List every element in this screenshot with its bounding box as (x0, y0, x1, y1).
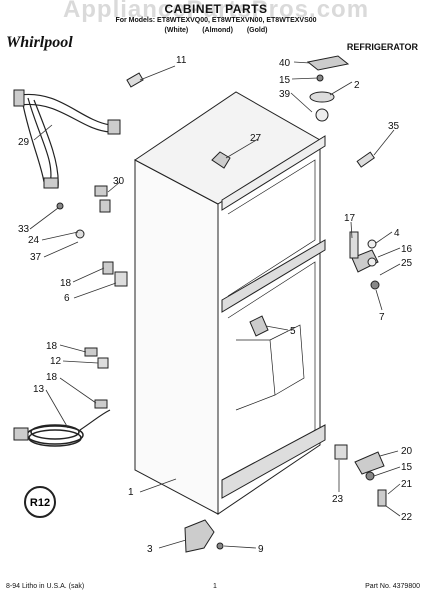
callout-18-upper: 18 (60, 278, 72, 289)
callout-20: 20 (401, 446, 413, 457)
callout-17: 17 (344, 213, 356, 224)
page-number: 1 (213, 583, 217, 590)
callout-15: 15 (279, 75, 291, 86)
callout-7: 7 (379, 312, 385, 323)
cabinet-front (134, 159, 219, 515)
callout-13: 13 (33, 384, 45, 395)
brand-logo: Whirlpool (6, 34, 73, 51)
callout-35: 35 (388, 121, 400, 132)
print-info: 8-94 Litho in U.S.A. (sak) (6, 583, 85, 590)
bottom-hinge (354, 451, 385, 475)
mullion (221, 239, 326, 313)
callout-6: 6 (64, 293, 70, 304)
diagram-title: CABINET PARTS (164, 2, 268, 16)
callout-18-lower: 18 (46, 372, 58, 383)
callout-11: 11 (176, 55, 187, 66)
callout-37: 37 (30, 252, 42, 263)
callout-12: 12 (50, 356, 62, 367)
callout-24: 24 (28, 235, 40, 246)
callout-4: 4 (394, 228, 400, 239)
wire-harness (19, 93, 111, 189)
callout-30: 30 (113, 176, 125, 187)
callout-1: 1 (128, 487, 134, 498)
model-list: For Models: ET8WTEXVQ00, ET8WTEXVN00, ET… (115, 17, 317, 24)
callout-39: 39 (279, 89, 291, 100)
callout-27: 27 (250, 133, 262, 144)
callout-5: 5 (290, 326, 296, 337)
r12-badge-label: R12 (30, 497, 50, 509)
category-label: REFRIGERATOR (346, 42, 418, 52)
callout-23: 23 (332, 494, 344, 505)
callout-15-lower: 15 (401, 462, 413, 473)
color-list: (White) (Almond) (Gold) (164, 27, 268, 34)
callout-22: 22 (401, 512, 413, 523)
part-number: Part No. 4379800 (365, 583, 420, 590)
callout-40: 40 (279, 58, 291, 69)
watermark: AppliancePartsPros.com (62, 0, 370, 23)
callout-18-middle: 18 (46, 341, 58, 352)
callout-16: 16 (401, 244, 413, 255)
callout-25: 25 (401, 258, 413, 269)
leveling-leg (184, 519, 215, 553)
callout-21: 21 (401, 479, 413, 490)
callout-9: 9 (258, 544, 264, 555)
callout-29: 29 (18, 137, 30, 148)
callout-33: 33 (18, 224, 30, 235)
callout-2: 2 (354, 80, 360, 91)
callout-3: 3 (147, 544, 153, 555)
